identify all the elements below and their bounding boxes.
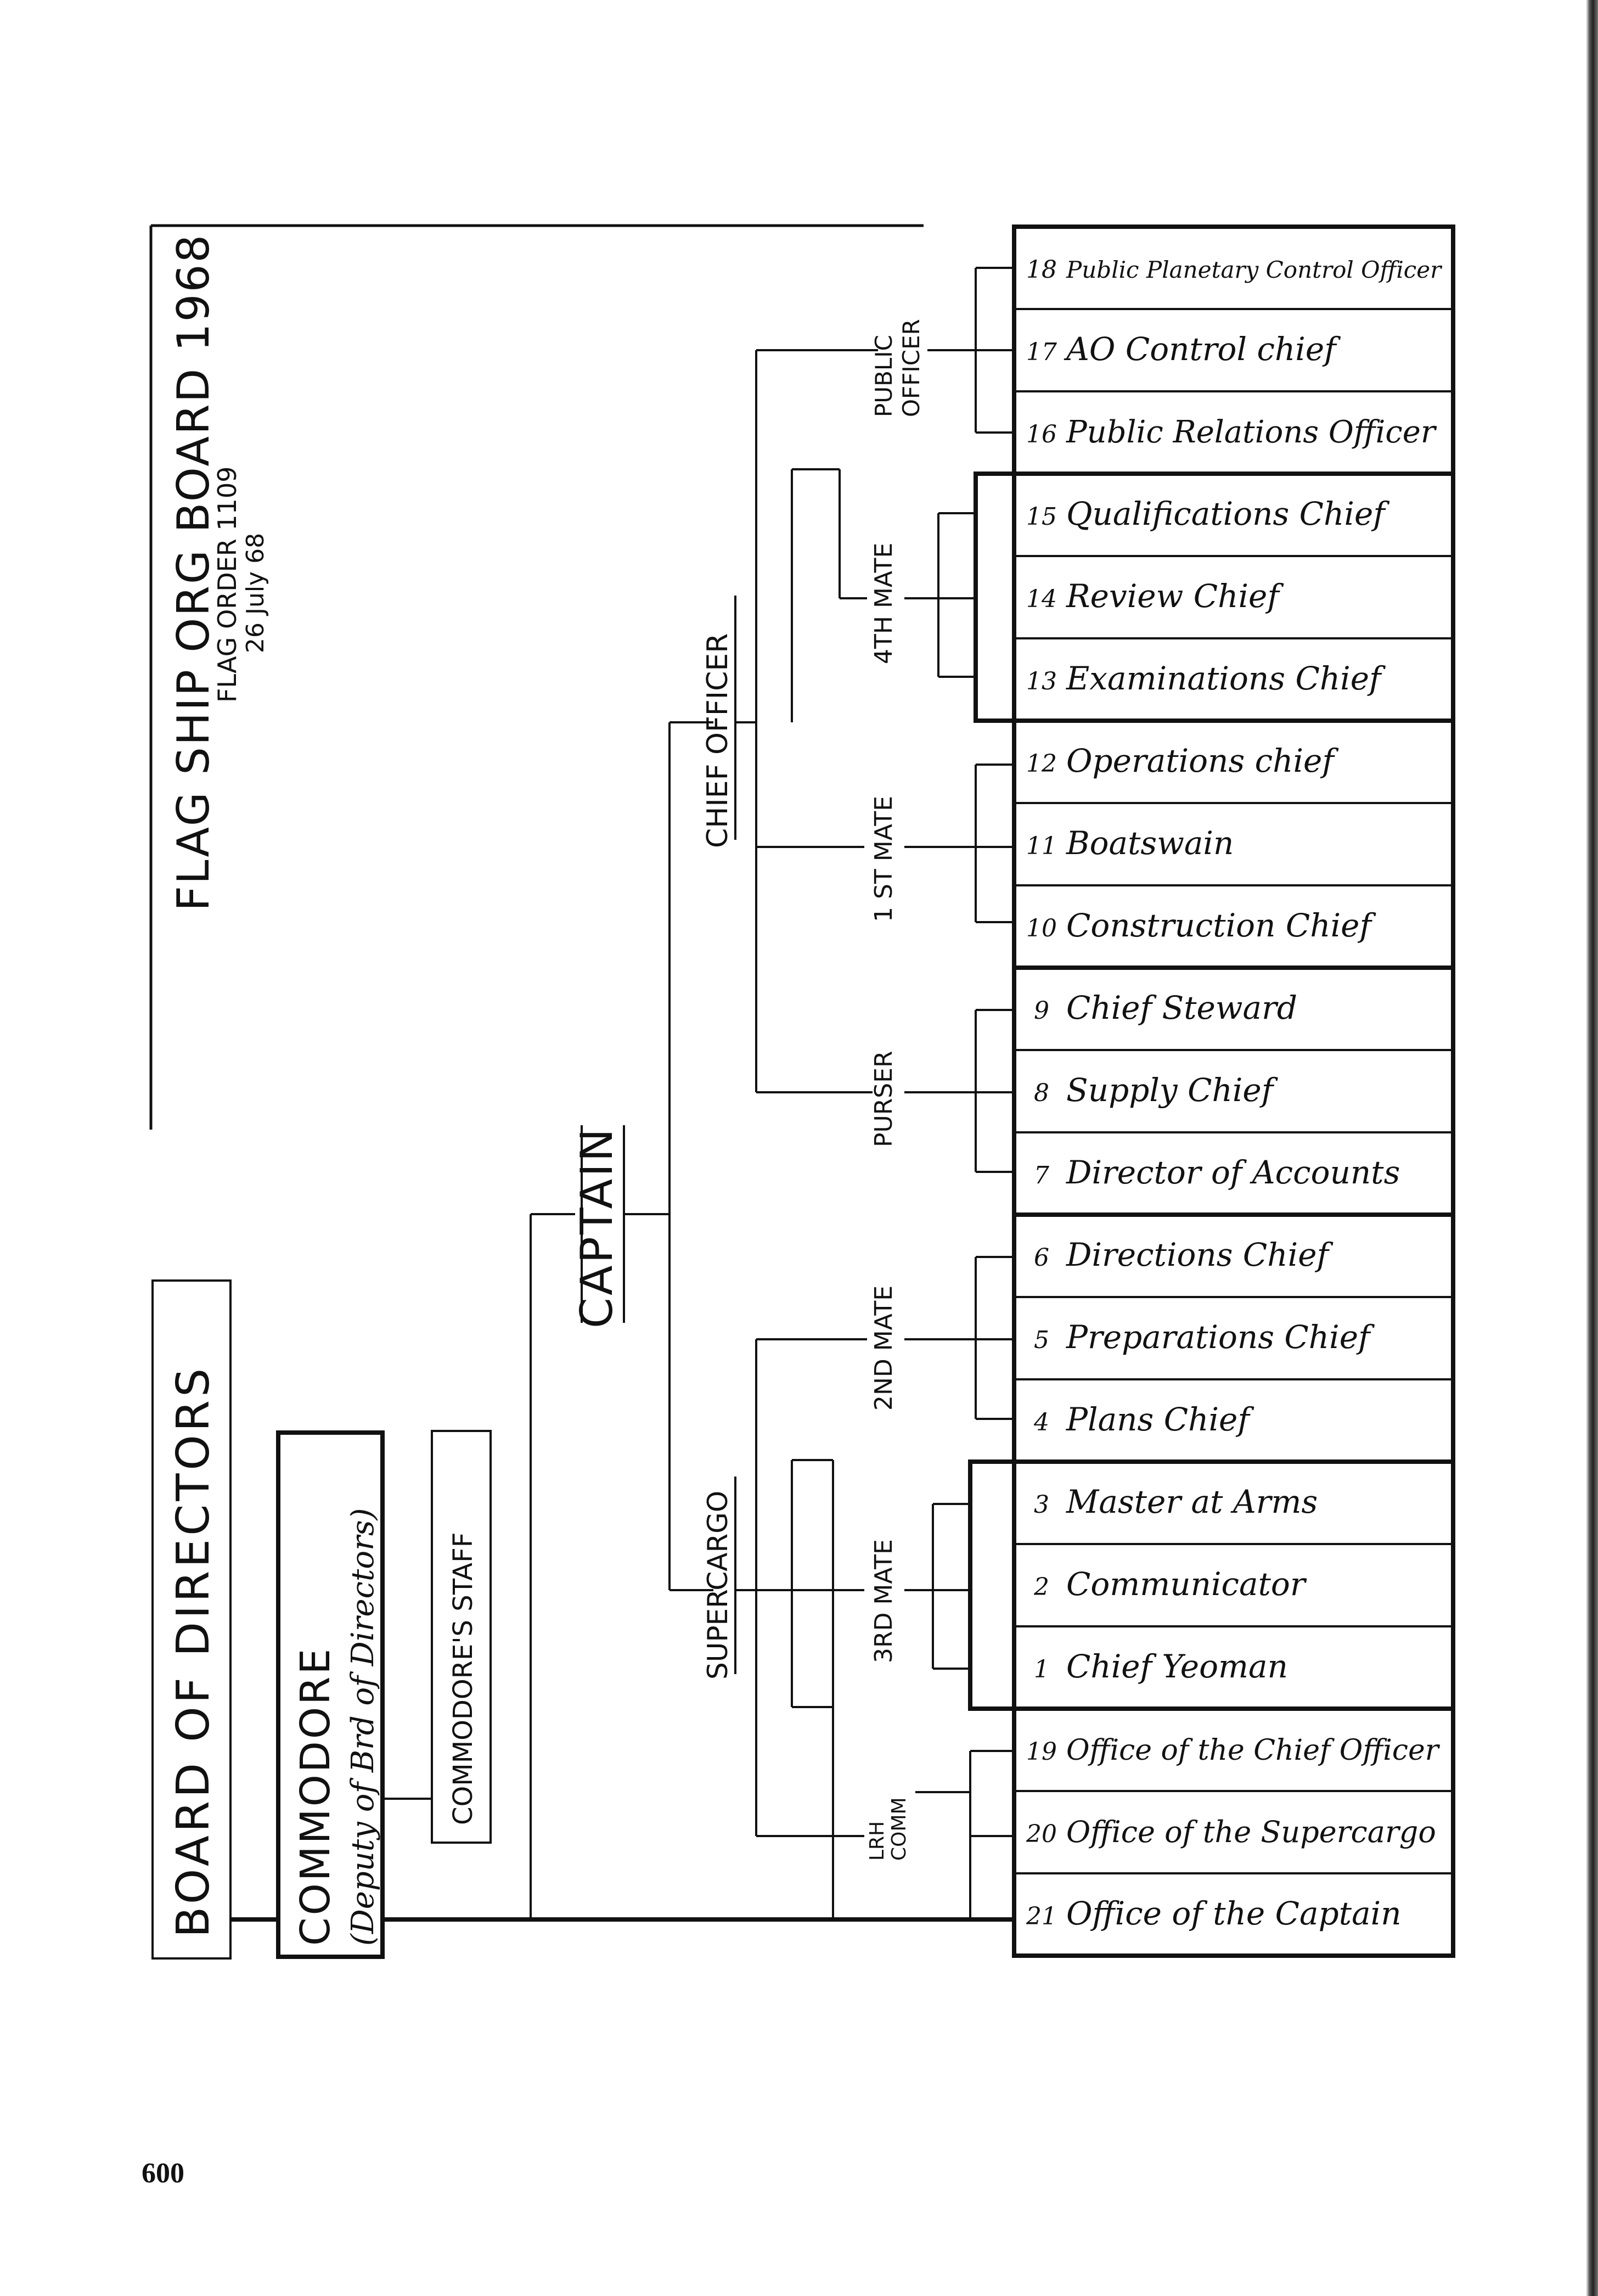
captain-label: CAPTAIN [571, 1126, 622, 1328]
first-mate-label: 1 ST MATE [870, 796, 898, 922]
department-number: 9 [1034, 997, 1049, 1025]
public-officer-label-1: PUBLIC [870, 335, 897, 417]
department-row: 12 Operations chief [1013, 720, 1454, 804]
department-number: 5 [1034, 1326, 1049, 1354]
department-name: Supply Chief [1066, 1071, 1279, 1109]
department-number: 10 [1026, 914, 1057, 942]
department-name: Construction Chief [1066, 907, 1376, 944]
department-name: AO Control chief [1064, 330, 1341, 368]
third-mate-division-frame [968, 1459, 1455, 1711]
department-name: Operations chief [1066, 742, 1339, 779]
department-number: 14 [1026, 585, 1057, 613]
department-name: Office of the Captain [1066, 1895, 1402, 1932]
commodore-box [276, 1430, 385, 1959]
department-name: Chief Steward [1066, 989, 1297, 1026]
chief-officer-label: CHIEF OFFICER [701, 633, 734, 848]
department-number: 6 [1034, 1244, 1049, 1272]
department-row: 2 Communicator [1013, 1543, 1454, 1627]
department-number: 18 [1026, 256, 1057, 284]
department-name: Public Planetary Control Officer [1066, 256, 1443, 283]
department-name: Preparations Chief [1066, 1318, 1375, 1356]
department-row: 15 Qualifications Chief [1013, 473, 1454, 557]
department-number: 20 [1026, 1820, 1057, 1848]
departments-outer-frame [1012, 224, 1455, 1958]
department-name: Office of the Supercargo [1066, 1815, 1436, 1849]
department-number: 15 [1026, 503, 1057, 531]
department-row: 3 Master at Arms [1013, 1461, 1454, 1545]
page-edge-shadow [1586, 0, 1598, 2296]
department-number: 2 [1033, 1573, 1049, 1601]
department-row: 11 Boatswain [1013, 802, 1454, 886]
department-name: Communicator [1066, 1565, 1307, 1603]
commodore-subtitle: (Deputy of Brd of Directors) [345, 1508, 381, 1946]
department-row: 20 Office of the Supercargo [1013, 1790, 1454, 1874]
department-number: 1 [1034, 1655, 1049, 1683]
board-of-directors-box [151, 1279, 232, 1960]
department-number: 13 [1026, 667, 1057, 695]
flag-order-label: FLAG ORDER 1109 [212, 467, 242, 703]
public-officer-label-2: OFFICER [898, 319, 925, 417]
second-mate-label: 2ND MATE [870, 1285, 898, 1411]
department-row: 18 Public Planetary Control Officer [1013, 226, 1454, 310]
page-number: 600 [142, 2158, 184, 2189]
department-row: 19 Office of the Chief Officer [1013, 1708, 1454, 1792]
department-row: 14 Review Chief [1013, 555, 1454, 639]
department-number: 12 [1026, 750, 1057, 778]
department-name: Chief Yeoman [1066, 1648, 1288, 1685]
commodores-staff-box [431, 1430, 492, 1844]
department-row: 21 Office of the Captain [1013, 1872, 1454, 1957]
lrh-comm-label-1: LRH [866, 1821, 888, 1861]
department-row: 1 Chief Yeoman [1013, 1625, 1454, 1710]
third-mate-label: 3RD MATE [870, 1539, 898, 1663]
commodore-label: COMMODORE [292, 1647, 339, 1946]
department-number: 21 [1026, 1902, 1057, 1930]
department-name: Master at Arms [1066, 1483, 1318, 1520]
department-name: Review Chief [1066, 577, 1284, 615]
department-name: Boatswain [1066, 824, 1234, 862]
department-name: Plans Chief [1066, 1401, 1254, 1438]
chart-title: FLAG SHIP ORG BOARD 1968 [168, 233, 219, 911]
department-row: 5 Preparations Chief [1013, 1296, 1454, 1380]
department-row: 16 Public Relations Officer [1013, 390, 1454, 475]
department-name: Public Relations Officer [1066, 414, 1437, 450]
department-row: 8 Supply Chief [1013, 1049, 1454, 1133]
order-date: 26 July 68 [241, 533, 269, 653]
supercargo-label: SUPERCARGO [702, 1491, 734, 1680]
department-row: 6 Directions Chief [1013, 1214, 1454, 1298]
department-number: 19 [1026, 1738, 1057, 1766]
department-name: Qualifications Chief [1066, 495, 1390, 532]
department-number: 7 [1034, 1161, 1049, 1189]
fourth-mate-label: 4TH MATE [870, 543, 898, 664]
department-row: 9 Chief Steward [1013, 967, 1454, 1051]
board-of-directors-label: BOARD OF DIRECTORS [167, 1365, 220, 1938]
commodores-staff-label: COMMODORE'S STAFF [448, 1532, 479, 1825]
department-name: Office of the Chief Officer [1066, 1734, 1441, 1767]
department-number: 11 [1026, 832, 1057, 860]
department-number: 3 [1034, 1491, 1049, 1519]
department-number: 4 [1033, 1408, 1049, 1436]
department-row: 4 Plans Chief [1013, 1378, 1454, 1463]
department-number: 17 [1026, 338, 1057, 366]
department-row: 10 Construction Chief [1013, 884, 1454, 969]
lrh-comm-label-2: COMM [888, 1797, 910, 1861]
department-number: 16 [1026, 420, 1057, 448]
purser-label: PURSER [870, 1051, 898, 1147]
fourth-mate-division-frame [974, 471, 1455, 723]
department-row: 7 Director of Accounts [1013, 1131, 1454, 1216]
department-row: 13 Examinations Chief [1013, 637, 1454, 722]
department-number: 8 [1034, 1079, 1049, 1107]
department-name: Examinations Chief [1066, 660, 1386, 697]
department-name: Director of Accounts [1066, 1154, 1400, 1191]
department-name: Directions Chief [1066, 1236, 1334, 1273]
